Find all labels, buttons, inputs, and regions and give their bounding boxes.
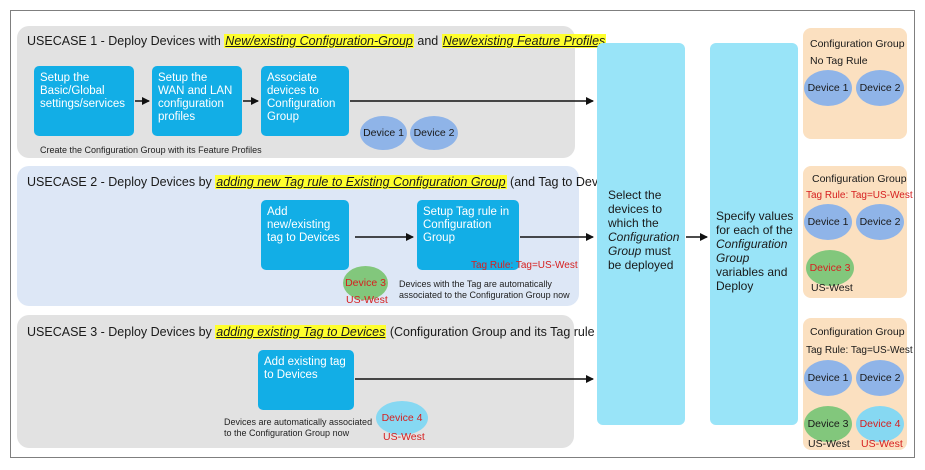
- cg2-device-3: Device 3: [806, 250, 854, 286]
- cg2-device-2: Device 2: [856, 204, 904, 240]
- select-devices-column: Select the devices to which the Configur…: [597, 43, 685, 425]
- uc2-tag-rule: Tag Rule: Tag=US-West: [471, 260, 578, 271]
- usecase2-title-prefix: USECASE 2 - Deploy Devices by: [27, 175, 216, 189]
- cg3-device-4: Device 4: [856, 406, 904, 442]
- select-text-line1: Select the devices to which the: [608, 188, 663, 230]
- usecase2-highlight: adding new Tag rule to Existing Configur…: [215, 175, 507, 189]
- select-text-italic: Configuration Group: [608, 230, 680, 258]
- cg3-device-1: Device 1: [804, 360, 852, 396]
- usecase3-title: USECASE 3 - Deploy Devices by adding exi…: [27, 325, 679, 339]
- cg2-device-3-tag: US-West: [811, 282, 853, 294]
- specify-values-column: Specify values for each of the Configura…: [710, 43, 798, 425]
- cg3-title: Configuration Group: [810, 326, 905, 338]
- usecase3-highlight: adding existing Tag to Devices: [215, 325, 387, 339]
- cg2-device-1: Device 1: [804, 204, 852, 240]
- cg3-device-4-tag: US-West: [861, 438, 903, 450]
- uc3-note: Devices are automatically associated to …: [224, 417, 373, 438]
- cg2-tag-rule: Tag Rule: Tag=US-West: [806, 190, 913, 201]
- setup-basic-settings-box: Setup the Basic/Global settings/services: [34, 66, 134, 136]
- specify-values-text: Specify values for each of the Configura…: [716, 209, 798, 293]
- usecase1-title-mid: and: [413, 34, 442, 48]
- usecase1-highlight-config-group: New/existing Configuration-Group: [224, 34, 414, 48]
- uc2-device-3-tag: US-West: [346, 294, 388, 306]
- diagram-frame: [10, 10, 915, 458]
- uc2-note: Devices with the Tag are automatically a…: [399, 279, 570, 300]
- usecase1-title-prefix: USECASE 1 - Deploy Devices with: [27, 34, 225, 48]
- cg2-title: Configuration Group: [812, 173, 907, 185]
- usecase1-highlight-feature-profiles: New/existing Feature Profiles: [441, 34, 607, 48]
- uc2-device-3: Device 3: [343, 266, 388, 300]
- select-devices-text: Select the devices to which the Configur…: [608, 188, 682, 272]
- usecase2-title: USECASE 2 - Deploy Devices by adding new…: [27, 175, 624, 189]
- cg1-device-2: Device 2: [856, 70, 904, 106]
- uc3-device-4: Device 4: [376, 401, 428, 435]
- usecase2-title-suffix: (and Tag to Devices): [506, 175, 625, 189]
- setup-tag-rule-label: Setup Tag rule in Configuration Group: [423, 206, 510, 244]
- uc1-note: Create the Configuration Group with its …: [40, 145, 262, 155]
- select-text-line2: must be deployed: [608, 244, 674, 272]
- specify-text-line1: Specify values for each of the: [716, 209, 794, 237]
- cg3-device-2: Device 2: [856, 360, 904, 396]
- add-existing-tag-box: Add existing tag to Devices: [258, 350, 354, 410]
- specify-text-line2: variables and Deploy: [716, 265, 788, 293]
- cg3-device-3: Device 3: [804, 406, 852, 442]
- usecase1-title: USECASE 1 - Deploy Devices with New/exis…: [27, 34, 607, 48]
- cg1-device-1: Device 1: [804, 70, 852, 106]
- uc1-device-2: Device 2: [410, 116, 458, 150]
- uc3-device-4-tag: US-West: [383, 431, 425, 443]
- add-tag-box: Add new/existing tag to Devices: [261, 200, 349, 270]
- usecase3-title-prefix: USECASE 3 - Deploy Devices by: [27, 325, 216, 339]
- cg3-tag-rule: Tag Rule: Tag=US-West: [806, 345, 913, 356]
- cg3-device-3-tag: US-West: [808, 438, 850, 450]
- cg1-title: Configuration Group: [810, 38, 905, 50]
- setup-tag-rule-box: Setup Tag rule in Configuration Group: [417, 200, 519, 270]
- associate-devices-box: Associate devices to Configuration Group: [261, 66, 349, 136]
- specify-text-italic: Configuration Group: [716, 237, 788, 265]
- uc1-device-1: Device 1: [360, 116, 407, 150]
- setup-wan-lan-box: Setup the WAN and LAN configuration prof…: [152, 66, 242, 136]
- cg1-subtitle: No Tag Rule: [810, 55, 868, 67]
